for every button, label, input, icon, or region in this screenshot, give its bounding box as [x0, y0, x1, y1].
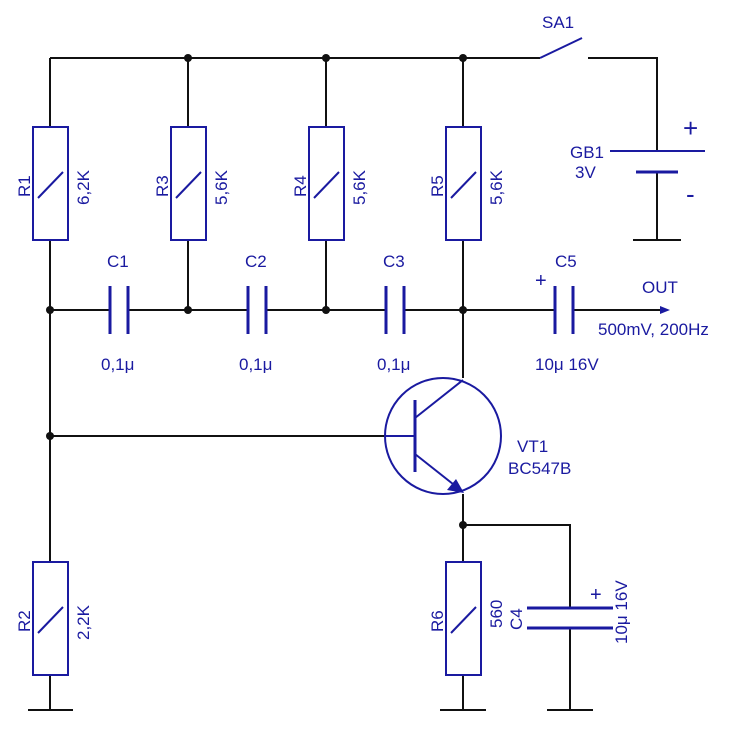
gb1-value-label: 3V — [575, 163, 596, 182]
battery-minus-sign: - — [686, 179, 695, 209]
r5-value-label: 5,6K — [487, 169, 506, 205]
r3-ref-label: R3 — [153, 175, 172, 197]
vt1-emitter — [414, 453, 459, 489]
switch-lever — [539, 37, 583, 59]
junction-dot — [46, 306, 54, 314]
r3-value-label: 5,6K — [212, 169, 231, 205]
r1-slash — [37, 171, 64, 199]
junction-dot — [459, 521, 467, 529]
capacitor-c3: C3 0,1μ — [377, 252, 410, 374]
c5-value-label: 10μ 16V — [535, 355, 599, 374]
junction-dot — [322, 54, 330, 62]
junction-dot — [459, 54, 467, 62]
c5-ref-label: C5 — [555, 252, 577, 271]
switch-to-battery-wire — [588, 57, 658, 150]
r6-value-label: 560 — [487, 600, 506, 628]
capacitor-c1: C1 0,1μ — [101, 252, 134, 374]
switch-sa1: SA1 — [539, 13, 583, 59]
r2-slash — [37, 606, 64, 634]
r6-ref-label: R6 — [428, 610, 447, 632]
capacitor-c2: C2 0,1μ — [239, 252, 272, 374]
c3-value-label: 0,1μ — [377, 355, 410, 374]
r4-ref-label: R4 — [291, 175, 310, 197]
c4-value-label: 10μ 16V — [612, 580, 631, 644]
r5-ref-label: R5 — [428, 175, 447, 197]
c1-ref-label: C1 — [107, 252, 129, 271]
junction-dot — [322, 306, 330, 314]
c1-value-label: 0,1μ — [101, 355, 134, 374]
resistor-r4: R4 5,6K — [291, 126, 369, 241]
c4-polarity-sign: + — [590, 584, 602, 606]
r6-slash — [450, 606, 477, 634]
transistor-vt1: VT1 BC547B — [384, 377, 571, 500]
sa1-ref-label: SA1 — [542, 13, 574, 32]
r4-value-label: 5,6K — [350, 169, 369, 205]
vt1-emitter-arrow — [447, 479, 464, 493]
resistor-r6: R6 560 — [428, 561, 506, 676]
r1-ref-label: R1 — [15, 175, 34, 197]
r2-value-label: 2,2K — [74, 604, 93, 640]
battery-plus-sign: + — [683, 113, 698, 143]
resistor-r3: R3 5,6K — [153, 126, 231, 241]
capacitor-c4: C4 + 10μ 16V — [507, 580, 631, 644]
c3-ref-label: C3 — [383, 252, 405, 271]
r4-body — [308, 126, 345, 241]
junction-dots — [46, 54, 467, 529]
output-arrow — [660, 306, 670, 314]
c2-ref-label: C2 — [245, 252, 267, 271]
output-spec-label: 500mV, 200Hz — [598, 320, 709, 339]
resistor-r1: R1 6,2K — [15, 126, 93, 241]
r1-value-label: 6,2K — [74, 169, 93, 205]
junction-dot — [46, 432, 54, 440]
r1-body — [32, 126, 69, 241]
resistor-r5: R5 5,6K — [428, 126, 506, 241]
junction-dot — [184, 54, 192, 62]
gb1-ref-label: GB1 — [570, 143, 604, 162]
battery-gb1: GB1 3V + - — [570, 113, 705, 209]
r3-body — [170, 126, 207, 241]
r2-body — [32, 561, 69, 676]
r2-ref-label: R2 — [15, 610, 34, 632]
vt1-ref-label: VT1 — [517, 437, 548, 456]
vt1-value-label: BC547B — [508, 459, 571, 478]
junction-dot — [184, 306, 192, 314]
resistor-r2: R2 2,2K — [15, 561, 93, 676]
r3-slash — [175, 171, 202, 199]
r5-slash — [450, 171, 477, 199]
c2-value-label: 0,1μ — [239, 355, 272, 374]
output-label: OUT — [642, 278, 678, 297]
c4-ref-label: C4 — [507, 608, 526, 630]
junction-dot — [459, 306, 467, 314]
c4-top-wire — [463, 524, 571, 608]
r4-slash — [313, 171, 340, 199]
r6-body — [445, 561, 482, 676]
r5-body — [445, 126, 482, 241]
capacitor-c5: C5 + 10μ 16V — [535, 252, 599, 374]
vt1-collector — [414, 379, 464, 419]
c5-polarity-sign: + — [535, 270, 547, 292]
